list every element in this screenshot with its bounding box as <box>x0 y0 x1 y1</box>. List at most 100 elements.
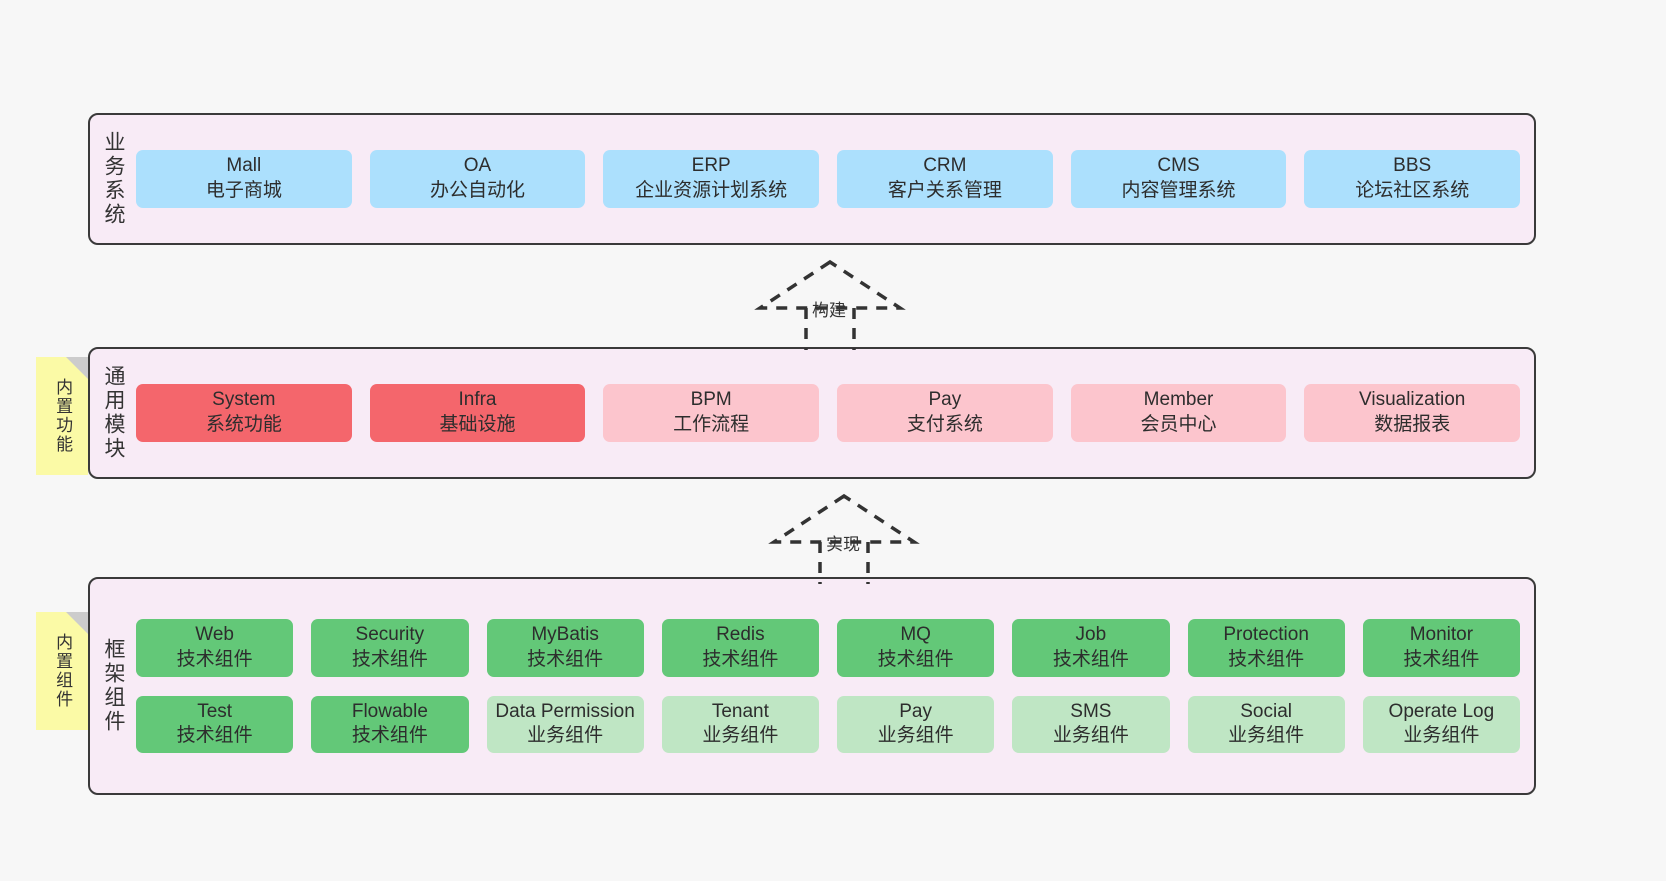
card-en-label: Visualization <box>1359 389 1466 411</box>
card-cn-label: 技术组件 <box>877 648 954 670</box>
card-cn-label: 数据报表 <box>1374 414 1451 435</box>
card-cn-label: 技术组件 <box>527 648 604 670</box>
card-visualization[interactable]: Visualization 数据报表 <box>1304 384 1521 442</box>
layer-business-system: 业务系统 Mall 电子商城 OA 办公自动化 ERP 企业资源计划系统 CRM… <box>88 113 1536 245</box>
card-en-label: MQ <box>900 624 931 646</box>
card-cn-label: 技术组件 <box>1228 648 1305 670</box>
card-en-label: ERP <box>691 155 731 177</box>
card-en-label: CMS <box>1157 155 1200 177</box>
card-crm[interactable]: CRM 客户关系管理 <box>837 150 1053 208</box>
card-en-label: Security <box>355 624 425 646</box>
card-job[interactable]: Job 技术组件 <box>1012 619 1170 677</box>
card-en-label: BPM <box>690 389 732 411</box>
card-redis[interactable]: Redis 技术组件 <box>661 619 819 677</box>
layer-common-modules: 通用模块 System 系统功能 Infra 基础设施 BPM 工作流程 Pay… <box>88 347 1536 479</box>
card-cn-label: 技术组件 <box>1052 648 1129 670</box>
card-en-label: OA <box>463 155 492 177</box>
card-member[interactable]: Member 会员中心 <box>1070 384 1287 442</box>
card-en-label: Member <box>1143 389 1214 411</box>
card-security[interactable]: Security 技术组件 <box>311 619 469 677</box>
note-text: 内置功能 <box>53 378 73 454</box>
card-row: Mall 电子商城 OA 办公自动化 ERP 企业资源计划系统 CRM 客户关系… <box>136 150 1521 208</box>
note-fold-corner-icon <box>66 612 88 634</box>
card-en-label: Protection <box>1223 624 1309 646</box>
card-monitor[interactable]: Monitor 技术组件 <box>1362 619 1520 677</box>
card-cn-label: 客户关系管理 <box>887 180 1002 201</box>
card-mall[interactable]: Mall 电子商城 <box>136 150 352 208</box>
card-web[interactable]: Web 技术组件 <box>136 619 294 677</box>
card-en-label: Data Permission <box>495 700 635 722</box>
layer-cards-business: Mall 电子商城 OA 办公自动化 ERP 企业资源计划系统 CRM 客户关系… <box>136 115 1534 243</box>
card-cn-label: 会员中心 <box>1140 414 1217 435</box>
card-social[interactable]: Social 业务组件 <box>1187 695 1345 753</box>
layer-title-framework: 框架组件 <box>102 638 126 734</box>
card-cn-label: 内容管理系统 <box>1121 180 1236 201</box>
card-cn-label: 办公自动化 <box>430 180 526 201</box>
card-cn-label: 支付系统 <box>906 414 983 435</box>
card-cn-label: 技术组件 <box>702 648 779 670</box>
connector-build: 构建 <box>752 258 912 350</box>
card-cn-label: 企业资源计划系统 <box>635 180 788 201</box>
connector-build-label: 构建 <box>812 301 846 320</box>
card-cn-label: 业务组件 <box>527 725 604 747</box>
card-cn-label: 技术组件 <box>351 725 428 747</box>
card-flowable[interactable]: Flowable 技术组件 <box>311 695 469 753</box>
card-infra[interactable]: Infra 基础设施 <box>369 384 586 442</box>
card-data-permission[interactable]: Data Permission 业务组件 <box>486 695 644 753</box>
card-tenant[interactable]: Tenant 业务组件 <box>661 695 819 753</box>
card-erp[interactable]: ERP 企业资源计划系统 <box>603 150 820 208</box>
sticky-note-builtin-features: 内置功能 <box>36 357 88 475</box>
layer-title-common: 通用模块 <box>102 365 126 461</box>
generalization-arrowhead-icon <box>754 259 906 310</box>
card-row: System 系统功能 Infra 基础设施 BPM 工作流程 Pay 支付系统… <box>136 384 1521 442</box>
card-cn-label: 技术组件 <box>1403 648 1480 670</box>
card-cn-label: 业务组件 <box>702 725 779 747</box>
card-en-label: Mall <box>226 155 262 177</box>
card-en-label: Redis <box>716 624 765 646</box>
connector-implement-label: 实现 <box>826 535 860 554</box>
layer-cards-framework: Web 技术组件 Security 技术组件 MyBatis 技术组件 Redi… <box>136 579 1534 793</box>
card-mq[interactable]: MQ 技术组件 <box>837 619 995 677</box>
card-cn-label: 业务组件 <box>1228 725 1305 747</box>
card-en-label: Job <box>1075 624 1107 646</box>
card-en-label: MyBatis <box>531 624 599 646</box>
card-row: Test 技术组件 Flowable 技术组件 Data Permission … <box>136 695 1520 753</box>
card-en-label: Test <box>197 700 233 722</box>
card-en-label: Pay <box>928 389 962 411</box>
card-sms[interactable]: SMS 业务组件 <box>1012 695 1170 753</box>
card-en-label: Social <box>1240 700 1292 722</box>
card-en-label: BBS <box>1393 155 1432 177</box>
card-operate-log[interactable]: Operate Log 业务组件 <box>1362 695 1520 753</box>
card-system[interactable]: System 系统功能 <box>136 384 352 442</box>
card-bbs[interactable]: BBS 论坛社区系统 <box>1304 150 1521 208</box>
card-cn-label: 业务组件 <box>1403 725 1480 747</box>
card-en-label: Flowable <box>351 700 428 722</box>
card-oa[interactable]: OA 办公自动化 <box>369 150 586 208</box>
card-en-label: Web <box>195 624 234 646</box>
card-cn-label: 基础设施 <box>439 414 516 435</box>
card-mybatis[interactable]: MyBatis 技术组件 <box>486 619 644 677</box>
card-protection[interactable]: Protection 技术组件 <box>1187 619 1345 677</box>
card-row: Web 技术组件 Security 技术组件 MyBatis 技术组件 Redi… <box>136 619 1520 677</box>
card-cn-label: 技术组件 <box>176 725 253 747</box>
card-en-label: CRM <box>923 155 967 177</box>
card-cms[interactable]: CMS 内容管理系统 <box>1070 150 1287 208</box>
connector-implement: 实现 <box>766 492 926 584</box>
layer-cards-common: System 系统功能 Infra 基础设施 BPM 工作流程 Pay 支付系统… <box>136 349 1534 477</box>
card-test[interactable]: Test 技术组件 <box>136 695 294 753</box>
card-cn-label: 系统功能 <box>205 414 282 435</box>
card-pay-business[interactable]: Pay 业务组件 <box>837 695 995 753</box>
card-en-label: Monitor <box>1409 624 1474 646</box>
card-cn-label: 论坛社区系统 <box>1355 180 1470 201</box>
card-cn-label: 工作流程 <box>673 414 750 435</box>
card-cn-label: 业务组件 <box>877 725 954 747</box>
note-fold-corner-icon <box>66 357 88 379</box>
card-pay[interactable]: Pay 支付系统 <box>837 384 1053 442</box>
card-en-label: Infra <box>458 389 497 411</box>
card-en-label: Pay <box>899 700 932 722</box>
card-en-label: Tenant <box>711 700 769 722</box>
note-text: 内置组件 <box>53 633 73 709</box>
card-en-label: SMS <box>1070 700 1112 722</box>
layer-framework-components: 框架组件 Web 技术组件 Security 技术组件 MyBatis 技术组件… <box>88 577 1536 795</box>
card-bpm[interactable]: BPM 工作流程 <box>603 384 820 442</box>
